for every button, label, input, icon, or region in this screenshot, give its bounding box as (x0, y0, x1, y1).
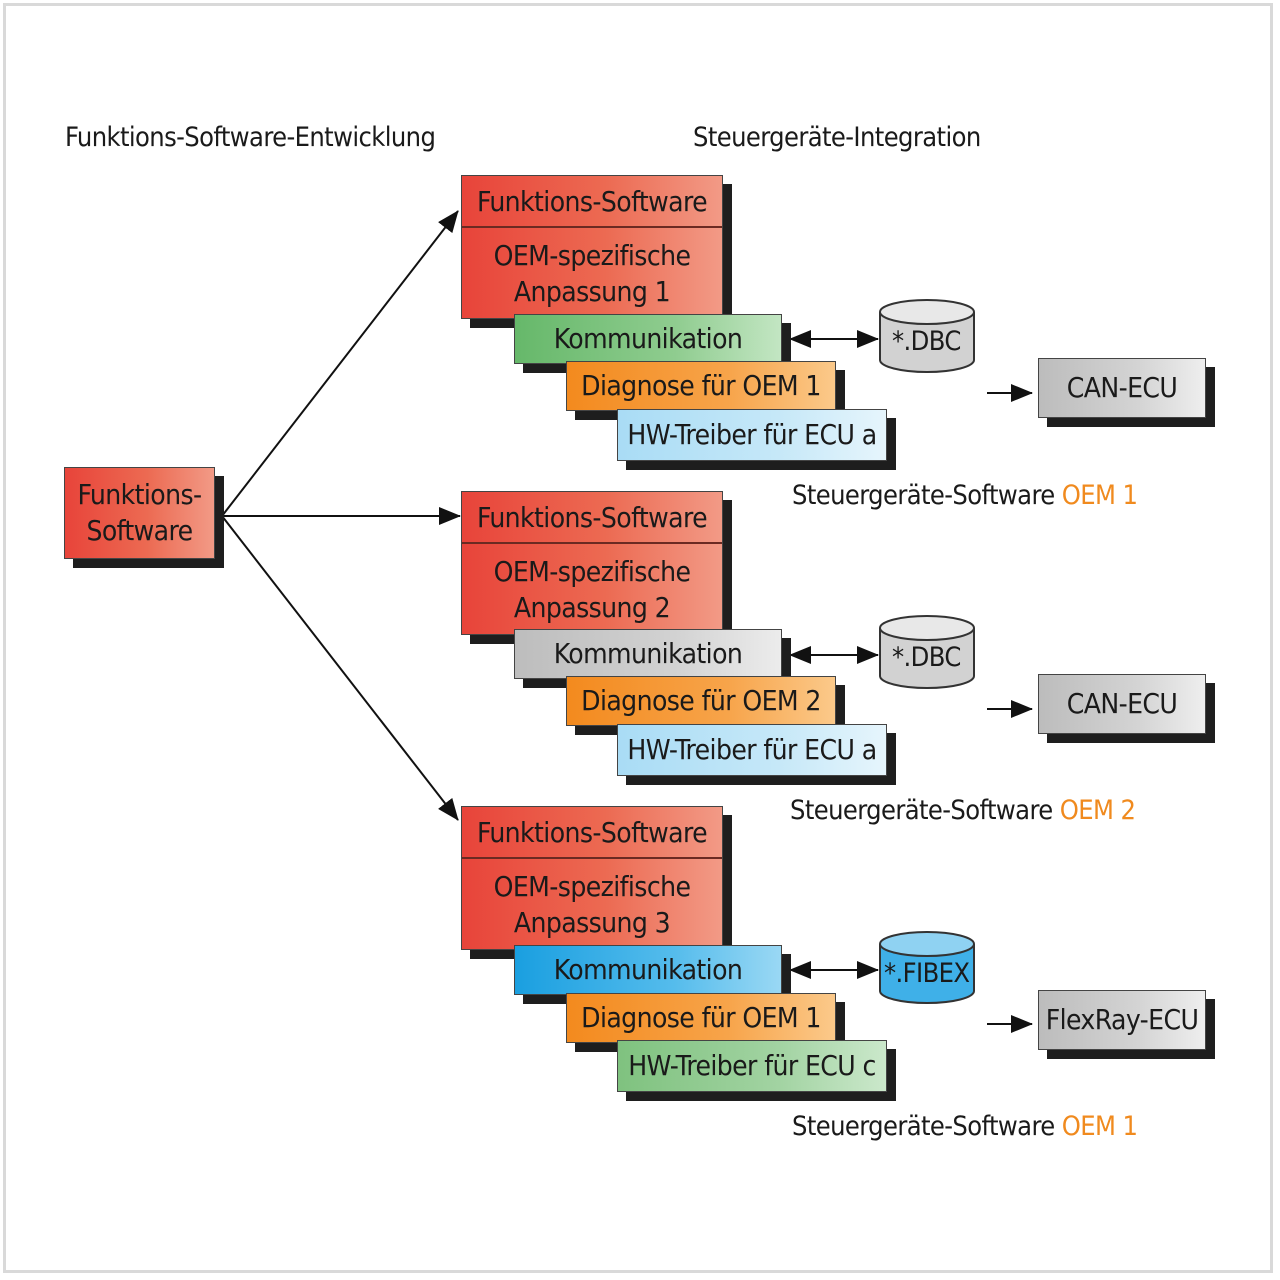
variant-3-diagnosis: Diagnose für OEM 1 (566, 993, 836, 1043)
variant-2-diagnosis: Diagnose für OEM 2 (566, 676, 836, 726)
variant-3-caption-oem: OEM 1 (1061, 1111, 1138, 1142)
variant-2-caption-oem: OEM 2 (1059, 795, 1136, 826)
source-box-line1: Funktions- (77, 478, 203, 511)
database-cylinder-3 (879, 931, 975, 1004)
source-box-line2: Software (86, 514, 193, 547)
variant-3-database-label: *.FIBEX (884, 958, 970, 989)
variant-3-hw-driver: HW-Treiber für ECU c (617, 1040, 887, 1092)
variant-2-communication: Kommunikation (514, 629, 782, 679)
variant-2-caption: Steuergeräte-Software OEM 2 (790, 795, 1136, 826)
variant-3-oem-adaptation: OEM-spezifische Anpassung 3 (462, 859, 722, 951)
variant-3-caption-text: Steuergeräte-Software (792, 1111, 1055, 1142)
variant-1-diagnosis: Diagnose für OEM 1 (566, 361, 836, 411)
database-cylinder-2 (879, 615, 975, 689)
variant-1-caption: Steuergeräte-Software OEM 1 (792, 480, 1138, 511)
variant-3-oem-adaptation-line1: OEM-spezifische (493, 870, 691, 903)
variant-3-functions-software: Funktions-Software (462, 807, 722, 859)
variant-3-functions-block: Funktions-Software OEM-spezifische Anpas… (461, 806, 723, 950)
database-cylinder-1 (879, 299, 975, 373)
variant-2-caption-text: Steuergeräte-Software (790, 795, 1053, 826)
variant-1-database-label: *.DBC (892, 326, 961, 357)
diagram-frame (3, 3, 1273, 1273)
variant-3-ecu: FlexRay-ECU (1038, 990, 1206, 1050)
variant-1-oem-adaptation-line1: OEM-spezifische (493, 239, 691, 272)
variant-2-oem-adaptation-line2: Anpassung 2 (513, 591, 671, 624)
variant-3-caption: Steuergeräte-Software OEM 1 (792, 1111, 1138, 1142)
variant-1-functions-software: Funktions-Software (462, 176, 722, 228)
variant-1-oem-adaptation: OEM-spezifische Anpassung 1 (462, 228, 722, 320)
variant-3-oem-adaptation-line2: Anpassung 3 (513, 906, 671, 939)
variant-1-caption-text: Steuergeräte-Software (792, 480, 1055, 511)
variant-2-functions-software: Funktions-Software (462, 492, 722, 544)
arrow-to-variant-3 (221, 515, 459, 821)
variant-2-oem-adaptation: OEM-spezifische Anpassung 2 (462, 544, 722, 636)
variant-1-caption-oem: OEM 1 (1061, 480, 1138, 511)
variant-1-hw-driver: HW-Treiber für ECU a (617, 409, 887, 461)
variant-2-functions-block: Funktions-Software OEM-spezifische Anpas… (461, 491, 723, 635)
variant-1-functions-block: Funktions-Software OEM-spezifische Anpas… (461, 175, 723, 319)
arrow-to-variant-1 (221, 210, 459, 517)
heading-function-software-development: Funktions-Software-Entwicklung (65, 122, 436, 153)
variant-2-ecu: CAN-ECU (1038, 674, 1206, 734)
source-functions-software-box: Funktions- Software (64, 467, 215, 559)
variant-2-oem-adaptation-line1: OEM-spezifische (493, 555, 691, 588)
heading-ecu-integration: Steuergeräte-Integration (693, 122, 981, 153)
variant-2-database-label: *.DBC (892, 642, 961, 673)
variant-1-ecu: CAN-ECU (1038, 358, 1206, 418)
variant-1-oem-adaptation-line2: Anpassung 1 (513, 275, 671, 308)
variant-3-communication: Kommunikation (514, 945, 782, 995)
variant-2-hw-driver: HW-Treiber für ECU a (617, 724, 887, 776)
variant-1-communication: Kommunikation (514, 314, 782, 364)
